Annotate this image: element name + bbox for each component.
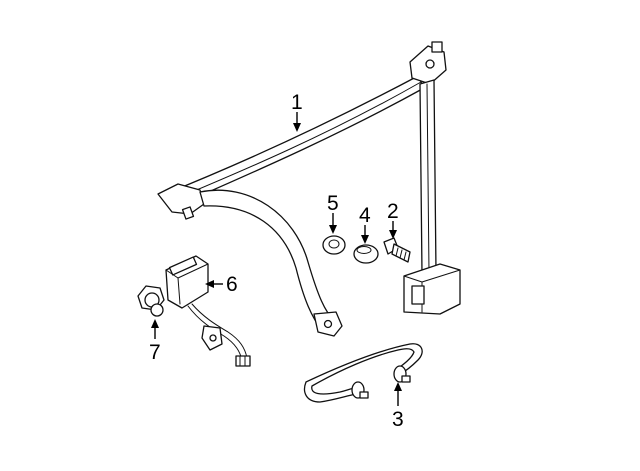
cap: [353, 244, 379, 264]
callout-4: 4: [359, 204, 371, 244]
seat-belt-assembly: [157, 41, 461, 337]
callout-3: 3: [392, 382, 404, 431]
buckle-connector: [235, 355, 251, 367]
sensor-left: [351, 381, 369, 399]
buckle-wire: [187, 305, 243, 361]
lap-webbing: [199, 189, 335, 331]
callout-1: 1: [291, 91, 303, 132]
callout-label-4: 4: [359, 204, 371, 227]
callout-5: 5: [327, 192, 339, 234]
bolt: [383, 237, 411, 263]
callout-6: 6: [205, 273, 238, 296]
callout-label-2: 2: [387, 200, 399, 223]
connector: [137, 285, 165, 317]
buckle: [165, 255, 251, 367]
sensor-right: [393, 365, 411, 383]
harness-loop: [303, 343, 423, 403]
wire-harness: [303, 343, 423, 403]
callout-label-5: 5: [327, 192, 339, 215]
callout-7: 7: [149, 319, 161, 364]
callout-label-6: 6: [226, 273, 238, 296]
callout-label-7: 7: [149, 341, 161, 364]
grommet: [322, 235, 346, 255]
callout-2: 2: [387, 200, 399, 239]
callout-label-3: 3: [392, 408, 404, 431]
callout-label-1: 1: [291, 91, 303, 114]
